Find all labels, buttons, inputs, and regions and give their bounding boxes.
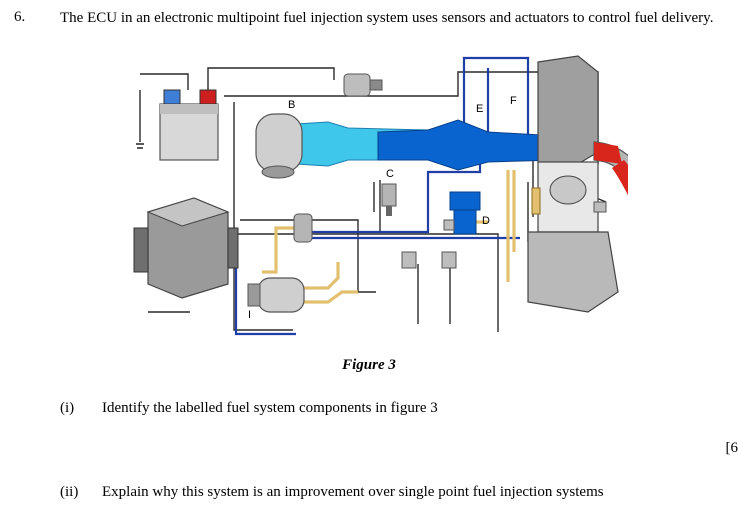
fuel-system-figure: B C D E F A A I: [128, 52, 709, 352]
label-d: D: [482, 215, 490, 227]
part-i-label: (i): [60, 400, 75, 416]
air-flow-sensor: [255, 113, 303, 179]
question-number: 6.: [14, 9, 26, 25]
part-i-text: Identify the labelled fuel system compon…: [102, 400, 438, 416]
part-ii-label: (ii): [60, 484, 79, 500]
fuel-system-diagram: B C D E F A A I: [133, 55, 709, 336]
figure-caption: Figure 3: [342, 357, 396, 373]
fuel-filter: [293, 213, 313, 243]
pressure-regulator: [443, 191, 481, 235]
marks-indicator: [6: [725, 440, 738, 456]
part-ii-text: Explain why this system is an improvemen…: [102, 484, 604, 500]
label-e: E: [476, 103, 483, 115]
engine-block: [527, 55, 619, 313]
question-text: The ECU in an electronic multipoint fuel…: [60, 10, 714, 26]
label-i: I: [248, 309, 251, 321]
fuel-pump: [247, 277, 305, 313]
battery: [159, 89, 219, 161]
intake-manifold: [377, 119, 559, 171]
ecu-module: [133, 197, 239, 299]
wiring-harness: [139, 67, 683, 332]
label-c: C: [386, 168, 394, 180]
temp-sensors: [401, 251, 457, 269]
label-f: F: [510, 95, 517, 107]
cold-start-injector: [381, 183, 397, 216]
label-b: B: [288, 99, 295, 111]
idle-air-valve: [343, 73, 383, 97]
